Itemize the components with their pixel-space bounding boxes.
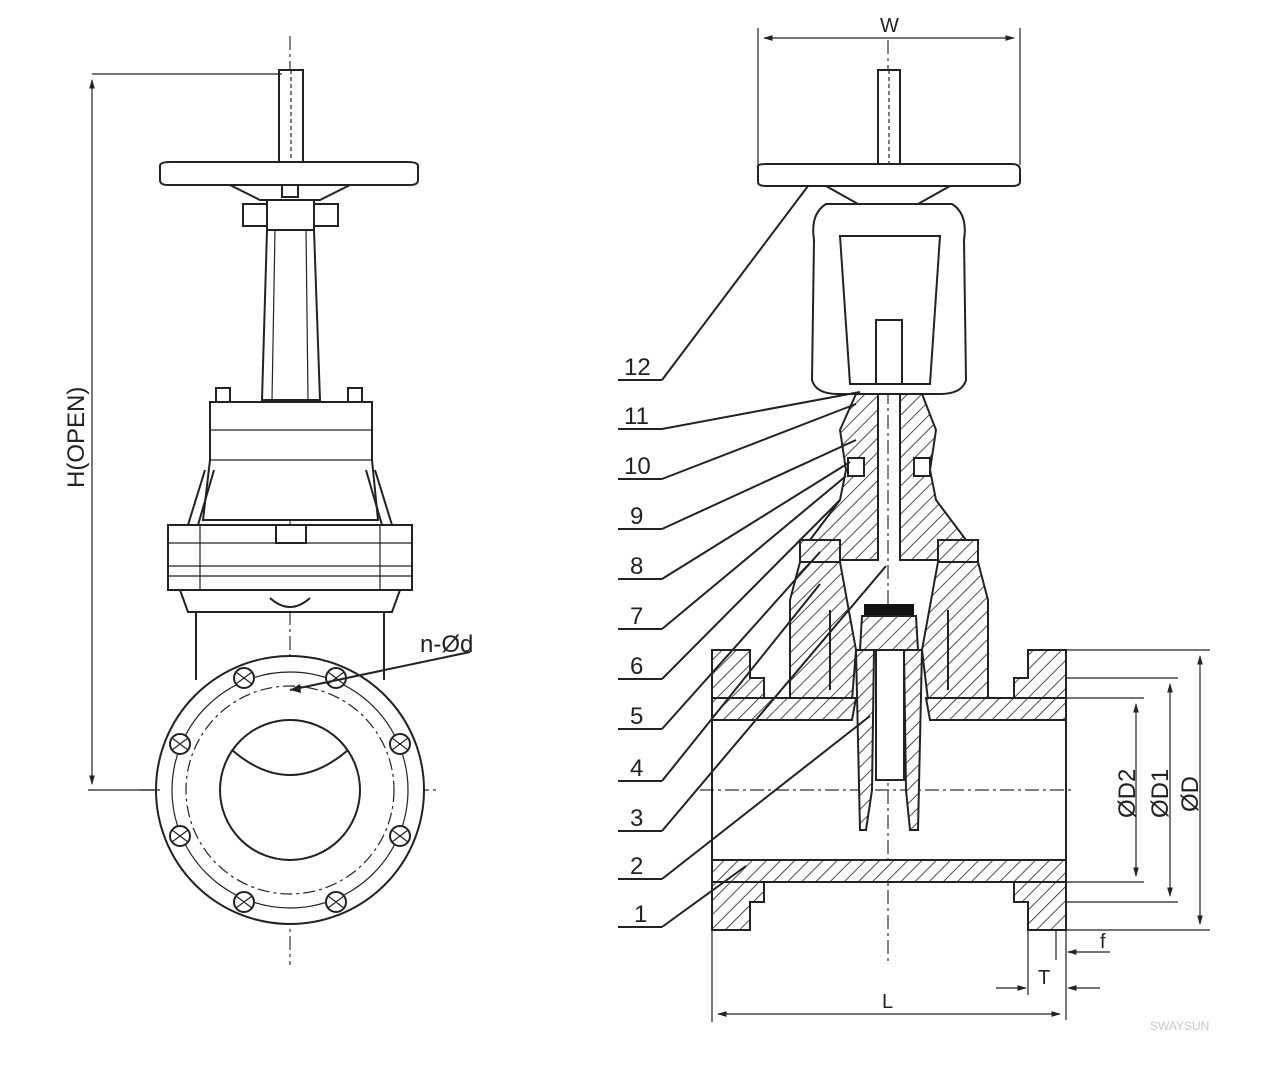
section-body-top-left bbox=[711, 697, 858, 721]
section-bonnet-right bbox=[899, 393, 980, 561]
front-bore bbox=[219, 719, 361, 861]
front-yoke-nut-right bbox=[313, 203, 339, 227]
part-label-8: 8 bbox=[630, 553, 643, 580]
part-label-3: 3 bbox=[630, 805, 643, 832]
section-view: W bbox=[700, 15, 1210, 1022]
front-yoke bbox=[260, 229, 322, 401]
part-label-5: 5 bbox=[630, 703, 643, 730]
front-yoke-nut-left bbox=[242, 203, 268, 227]
section-handwheel bbox=[757, 163, 1021, 187]
d1-label: ØD1 bbox=[1147, 769, 1174, 818]
section-flange-top-left bbox=[711, 649, 765, 699]
bolt-leader bbox=[289, 651, 471, 691]
section-body-top-right bbox=[924, 697, 1067, 721]
section-neck-left bbox=[789, 561, 858, 701]
length-label: L bbox=[882, 991, 893, 1013]
section-flange-bottom-right bbox=[1013, 881, 1067, 931]
section-bonnet-left bbox=[800, 393, 879, 561]
part-label-2: 2 bbox=[630, 853, 643, 880]
front-view: n-Ød H(OPEN) bbox=[63, 36, 473, 965]
part-label-10: 10 bbox=[624, 453, 651, 480]
section-body-bottom bbox=[711, 859, 1067, 883]
part-label-4: 4 bbox=[630, 755, 643, 782]
part-label-6: 6 bbox=[630, 653, 643, 680]
f-label: f bbox=[1100, 931, 1106, 953]
part-label-1: 1 bbox=[634, 901, 647, 928]
part-label-7: 7 bbox=[630, 603, 643, 630]
width-label: W bbox=[880, 15, 899, 37]
part-callouts: 12 11 10 9 8 7 6 5 4 3 bbox=[618, 185, 887, 928]
section-flange-bottom-left bbox=[711, 881, 765, 931]
section-wedge-seal bbox=[864, 604, 914, 616]
height-label: H(OPEN) bbox=[63, 387, 90, 488]
watermark: SWAYSUN bbox=[1150, 1019, 1209, 1033]
section-flange-top-right bbox=[1013, 649, 1067, 699]
bolt-label: n-Ød bbox=[420, 631, 473, 658]
section-yoke bbox=[810, 203, 968, 395]
section-neck-right bbox=[920, 561, 989, 701]
front-handwheel bbox=[159, 161, 419, 186]
section-wedge-left bbox=[854, 649, 876, 831]
part-label-11: 11 bbox=[624, 403, 649, 430]
front-bonnet bbox=[201, 401, 380, 521]
front-bolt-holes bbox=[169, 667, 411, 913]
part-label-12: 12 bbox=[624, 354, 651, 381]
t-label: T bbox=[1038, 967, 1050, 989]
d-label: ØD bbox=[1177, 776, 1204, 812]
front-bolt-right bbox=[347, 387, 363, 403]
front-bolt-left bbox=[215, 387, 231, 403]
section-wedge-right bbox=[902, 649, 924, 831]
d2-label: ØD2 bbox=[1114, 769, 1141, 818]
part-label-9: 9 bbox=[630, 503, 643, 530]
